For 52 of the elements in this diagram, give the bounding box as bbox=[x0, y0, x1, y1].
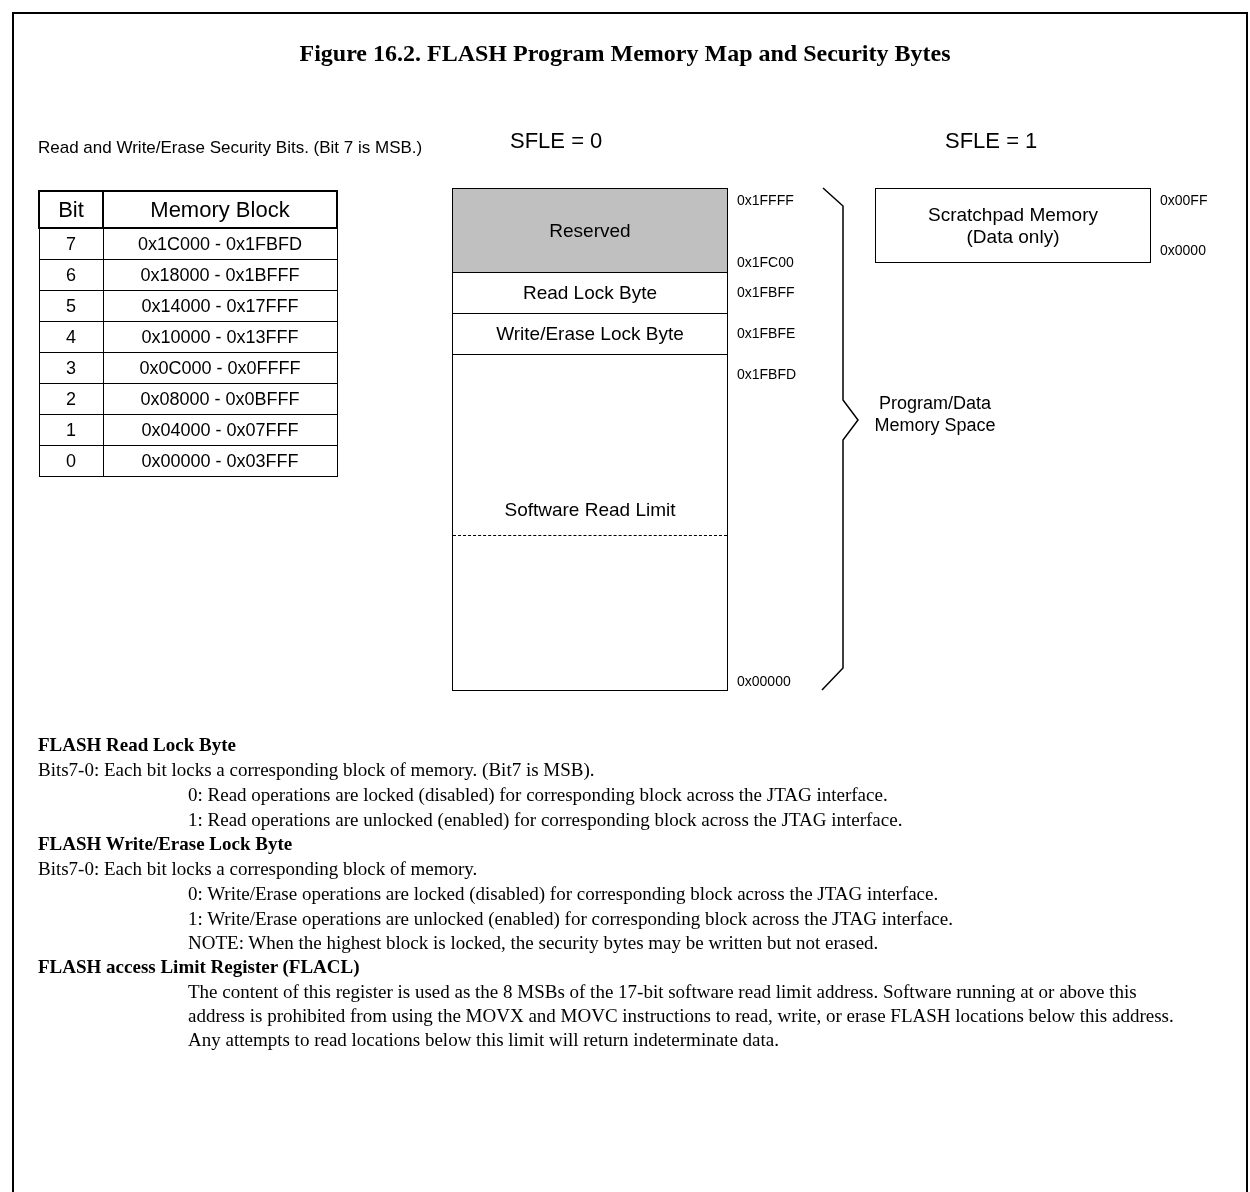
table-cell: 0 bbox=[39, 445, 103, 477]
table-cell: 6 bbox=[39, 259, 103, 291]
body-text: The content of this register is used as the 8 MSBs of the 17-bit software read limit address. Software running at or above this address is prohibited from using the MOVX and MOVC instructions to read, write, or erase FLASH locations below this address. Any attempts to read locations below this limit will return indeterminate data. bbox=[188, 980, 1175, 1052]
table-cell: 4 bbox=[39, 321, 103, 353]
table-cell: 7 bbox=[39, 228, 103, 260]
region-label: Scratchpad Memory (Data only) bbox=[927, 203, 1099, 248]
address-label: 0x1FBFF bbox=[737, 284, 795, 300]
column-heading: SFLE = 1 bbox=[945, 128, 1038, 155]
section-heading: FLASH access Limit Register (FLACL) bbox=[38, 955, 360, 979]
table-cell: 0x10000 - 0x13FFF bbox=[103, 321, 337, 353]
table-cell: 0x14000 - 0x17FFF bbox=[103, 290, 337, 322]
region-label: Read Lock Byte bbox=[522, 282, 658, 304]
table-cell: 0x08000 - 0x0BFFF bbox=[103, 383, 337, 415]
address-label: 0x1FBFD bbox=[737, 366, 797, 382]
table-caption: Read and Write/Erase Security Bits. (Bit 7 is MSB.) bbox=[38, 138, 424, 159]
table-cell: 0x1C000 - 0x1FBFD bbox=[103, 228, 337, 260]
memory-region bbox=[452, 188, 728, 273]
table-cell: 3 bbox=[39, 352, 103, 384]
figure-title: Figure 16.2. FLASH Program Memory Map and Security Bytes bbox=[298, 40, 952, 67]
region-label: Program/Data Memory Space bbox=[873, 393, 997, 437]
region-label: Write/Erase Lock Byte bbox=[496, 323, 684, 345]
table-cell: 0x04000 - 0x07FFF bbox=[103, 414, 337, 446]
section-heading: FLASH Write/Erase Lock Byte bbox=[38, 832, 293, 856]
address-label: 0x00FF bbox=[1160, 192, 1208, 208]
address-label: 0x00000 bbox=[737, 673, 791, 689]
region-label: Software Read Limit bbox=[504, 499, 676, 521]
memory-region bbox=[452, 354, 728, 691]
body-text: Bits7-0: Each bit locks a corresponding block of memory. (Bit7 is MSB). bbox=[38, 758, 595, 782]
body-text: 0: Read operations are locked (disabled) for corresponding block across the JTAG interface. bbox=[188, 783, 888, 807]
body-text: 0: Write/Erase operations are locked (disabled) for corresponding block across the JTAG interface. bbox=[188, 882, 939, 906]
body-text: 1: Read operations are unlocked (enabled) for corresponding block across the JTAG interface. bbox=[188, 808, 903, 832]
section-heading: FLASH Read Lock Byte bbox=[38, 733, 236, 757]
table-header-cell: Bit bbox=[39, 191, 103, 228]
table-cell: 0x00000 - 0x03FFF bbox=[103, 445, 337, 477]
body-text: Bits7-0: Each bit locks a corresponding block of memory. bbox=[38, 857, 478, 881]
memory-region bbox=[452, 313, 728, 355]
address-label: 0x1FBFE bbox=[737, 325, 796, 341]
body-text: NOTE: When the highest block is locked, the security bytes may be written but not erased. bbox=[188, 931, 879, 955]
column-heading: SFLE = 0 bbox=[510, 128, 603, 155]
body-text: 1: Write/Erase operations are unlocked (enabled) for corresponding block across the JTAG interface. bbox=[188, 907, 953, 931]
table-cell: 2 bbox=[39, 383, 103, 415]
table-cell: 5 bbox=[39, 290, 103, 322]
region-label: Reserved bbox=[549, 219, 631, 242]
memory-region bbox=[875, 188, 1151, 263]
address-label: 0x0000 bbox=[1160, 242, 1206, 258]
table-cell: 0x0C000 - 0x0FFFF bbox=[103, 352, 337, 384]
table-header-cell: Memory Block bbox=[103, 191, 337, 228]
address-label: 0x1FFFF bbox=[737, 192, 794, 208]
table-cell: 0x18000 - 0x1BFFF bbox=[103, 259, 337, 291]
address-label: 0x1FC00 bbox=[737, 254, 794, 270]
memory-region bbox=[452, 272, 728, 314]
table-cell: 1 bbox=[39, 414, 103, 446]
